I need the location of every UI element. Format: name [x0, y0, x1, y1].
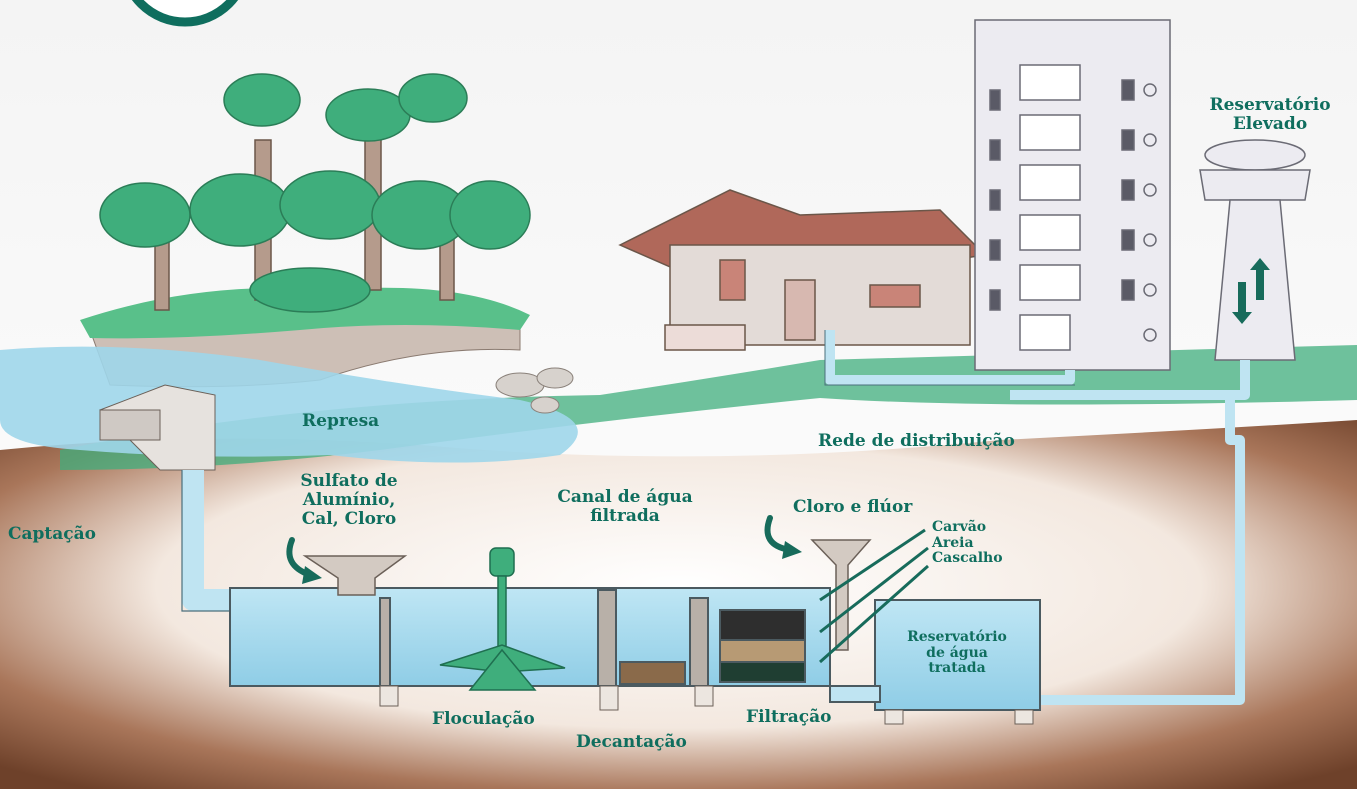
- label-reservatorio-elevado-line: Elevado: [1232, 114, 1308, 135]
- label-captacao: Captação: [8, 524, 97, 544]
- label-cloro-fluor: Cloro e flúor: [793, 497, 913, 517]
- distribution-network: [825, 330, 1250, 705]
- funnel: [302, 539, 872, 651]
- intake-structure: [99, 384, 216, 471]
- label-sulfato-line: Cal, Cloro: [301, 509, 397, 530]
- label-rede: Rede de distribuição: [818, 431, 1015, 451]
- house: [618, 189, 987, 351]
- label-areia: Areia: [932, 534, 974, 551]
- label-sulfato-line: Alumínio,: [302, 490, 396, 511]
- treatment-plant: [229, 587, 1041, 711]
- label-filtracao: Filtração: [746, 707, 832, 727]
- label-canal-line: Canal de água: [557, 487, 693, 507]
- label-filter-layers: Carvão Areia Cascalho: [932, 519, 1003, 567]
- building: [974, 19, 1171, 371]
- label-reservatorio-agua-line: tratada: [928, 660, 986, 677]
- label-sulfato: Sulfato de Alumínio, Cal, Cloro: [284, 471, 414, 530]
- label-reservatorio-elevado: Reservatório Elevado: [1190, 95, 1350, 135]
- label-cascalho: Cascalho: [932, 550, 1003, 567]
- label-sulfato-line: Sulfato de: [300, 471, 398, 491]
- intake-pipe: [182, 470, 240, 611]
- elevated-tank: [1199, 139, 1311, 361]
- forest: [99, 73, 531, 313]
- label-canal-line: filtrada: [590, 506, 660, 527]
- label-floculacao: Floculação: [432, 709, 535, 729]
- down-arrow-icon: [1232, 282, 1252, 324]
- label-carvao: Carvão: [932, 519, 987, 535]
- up-arrow-icon: [1250, 258, 1270, 300]
- label-reservatorio-agua-line: de água: [926, 644, 988, 661]
- logo-ring: [131, 0, 239, 27]
- filter-layer-pointer: [819, 528, 929, 664]
- label-represa: Represa: [302, 411, 380, 431]
- distribution-pipe-outline: [824, 330, 1075, 386]
- label-reservatorio-agua: Reservatório de água tratada: [892, 629, 1022, 677]
- label-canal: Canal de água filtrada: [540, 487, 710, 527]
- label-reservatorio-elevado-line: Reservatório: [1209, 95, 1331, 115]
- mixer: [439, 547, 566, 691]
- label-decantacao: Decantação: [576, 732, 687, 752]
- label-reservatorio-agua-line: Reservatório: [907, 629, 1007, 645]
